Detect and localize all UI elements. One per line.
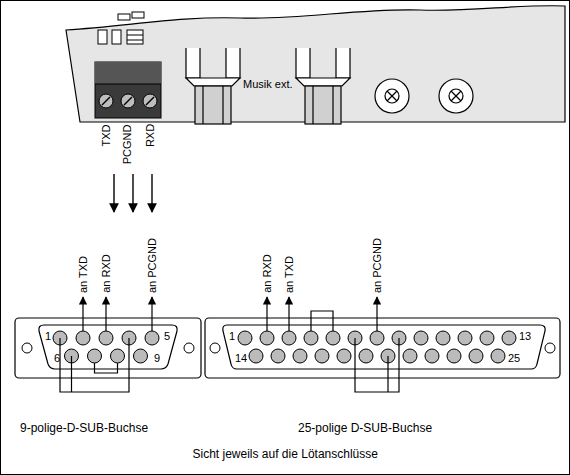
solder-pin [436, 331, 450, 345]
signal-name: an RXD [260, 254, 273, 293]
signal-name: RXD [144, 124, 157, 147]
solder-pin [359, 349, 373, 363]
solder-pin [315, 349, 329, 363]
terminal-block [95, 62, 161, 118]
solder-pin [88, 349, 102, 363]
pin-number: 9 [154, 352, 160, 365]
caption: Sicht jeweils auf die Lötanschlüsse [193, 447, 378, 461]
solder-pin [99, 331, 113, 345]
solder-pin [145, 331, 159, 345]
signal-name: PCGND [121, 124, 134, 164]
pin-number: 1 [45, 330, 51, 343]
audio-jacks [186, 48, 350, 124]
wiring-arrows [114, 174, 152, 212]
part-name: Musik ext. [242, 78, 294, 91]
solder-pin [403, 349, 417, 363]
solder-pin [458, 331, 472, 345]
solder-pin [337, 349, 351, 363]
connector-name: 9-polige-D-SUB-Buchse [20, 421, 148, 435]
solder-pin [134, 349, 148, 363]
dsub25-connector [205, 297, 560, 392]
pin-number: 13 [519, 330, 531, 343]
solder-pin [447, 349, 461, 363]
signal-name: an TXD [283, 256, 296, 293]
solder-pin [304, 331, 318, 345]
signal-name: an TXD [77, 256, 90, 293]
solder-pin [249, 349, 263, 363]
solder-pin [293, 349, 307, 363]
solder-pin [370, 331, 384, 345]
small-components [98, 12, 144, 44]
solder-pin [469, 349, 483, 363]
solder-pin [260, 331, 274, 345]
solder-pin [76, 331, 90, 345]
pin-number: 5 [164, 330, 170, 343]
signal-name: an RXD [99, 254, 112, 293]
solder-pin [111, 349, 125, 363]
pin-number: 1 [229, 330, 235, 343]
solder-pin [425, 349, 439, 363]
pin-number: 14 [235, 352, 247, 365]
solder-pin [414, 331, 428, 345]
pin-number: 6 [54, 352, 60, 365]
solder-pin [238, 331, 252, 345]
pin-number: 25 [508, 352, 520, 365]
signal-name: an PCGND [146, 238, 159, 293]
solder-pin [491, 349, 505, 363]
solder-pin [326, 331, 340, 345]
connector-name: 25-polige D-SUB-Buchse [298, 421, 432, 435]
solder-pin [480, 331, 494, 345]
solder-pin [271, 349, 285, 363]
screws [375, 79, 473, 113]
solder-pin [282, 331, 296, 345]
dsub9-connector [15, 297, 201, 392]
solder-pin [502, 331, 516, 345]
signal-name: TXD [100, 124, 113, 146]
signal-name: an PCGND [371, 238, 384, 293]
